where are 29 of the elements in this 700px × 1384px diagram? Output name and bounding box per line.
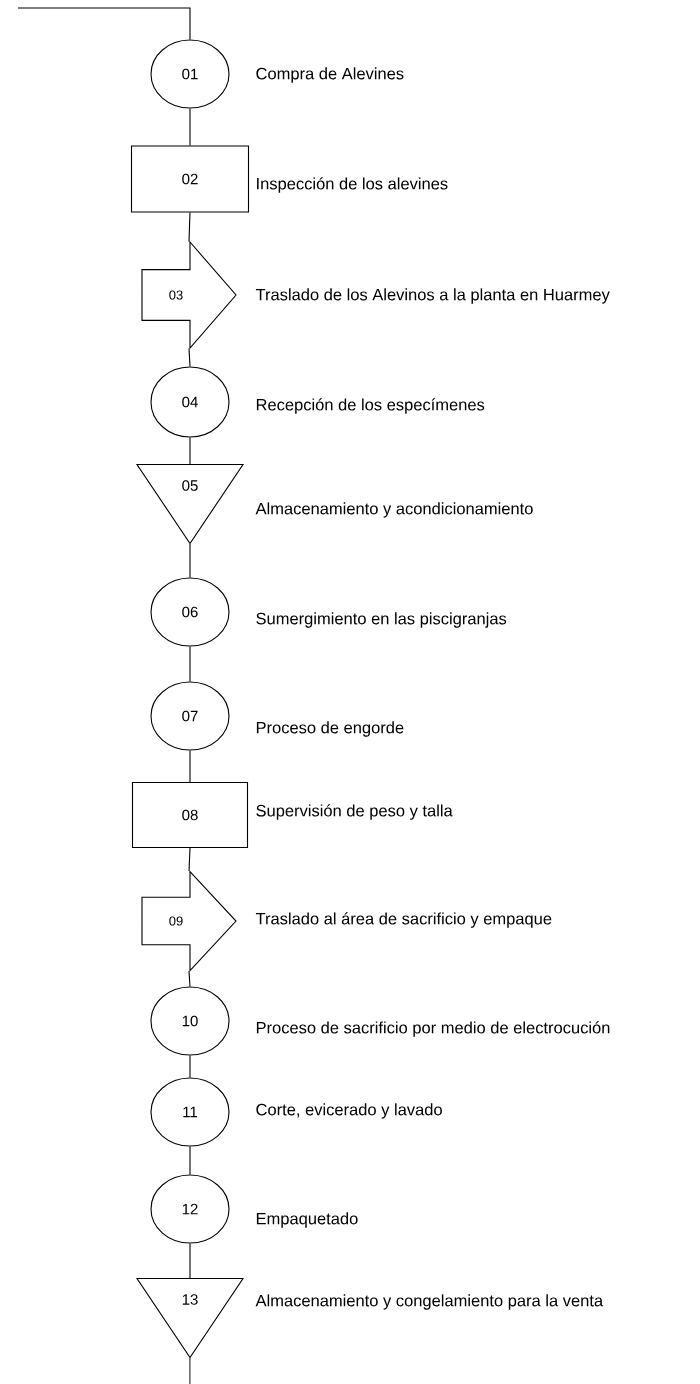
step-label: Proceso de engorde <box>256 721 404 737</box>
step-label: Supervisión de peso y talla <box>256 804 453 820</box>
connector-line <box>188 212 191 242</box>
connector-line <box>189 437 191 465</box>
step-label: Corte, evicerado y lavado <box>256 1103 442 1119</box>
connector-line <box>189 1357 191 1384</box>
connector-line <box>189 108 191 146</box>
connector-line <box>189 1243 191 1279</box>
connector-line <box>189 646 191 682</box>
step-label: Traslado al área de sacrificio y empaque <box>255 912 552 928</box>
inspection-box: 08 <box>131 781 249 849</box>
connector-line <box>188 348 191 367</box>
connector-line <box>188 970 191 987</box>
step-label: Empaquetado <box>256 1212 358 1228</box>
step-label: Proceso de sacrificio por medio de electrocución <box>256 1021 610 1037</box>
connector-line <box>189 750 191 783</box>
step-label: Compra de Alevines <box>256 67 404 83</box>
connector-line <box>188 847 191 872</box>
connector-line <box>189 543 191 578</box>
connector-line <box>189 1146 191 1175</box>
inspection-box: 02 <box>130 145 250 213</box>
step-label: Almacenamiento y acondicionamiento <box>255 502 533 518</box>
step-label: Sumergimiento en las piscigranjas <box>256 612 507 628</box>
step-label: Almacenamiento y congelamiento para la venta <box>255 1294 604 1310</box>
connector-line <box>189 1055 191 1078</box>
connector-line <box>17 7 191 40</box>
step-label: Traslado de los Alevinos a la planta en Huarmey <box>255 288 610 304</box>
step-label: Inspección de los alevines <box>257 177 448 193</box>
step-label: Recepción de los especímenes <box>256 398 485 414</box>
